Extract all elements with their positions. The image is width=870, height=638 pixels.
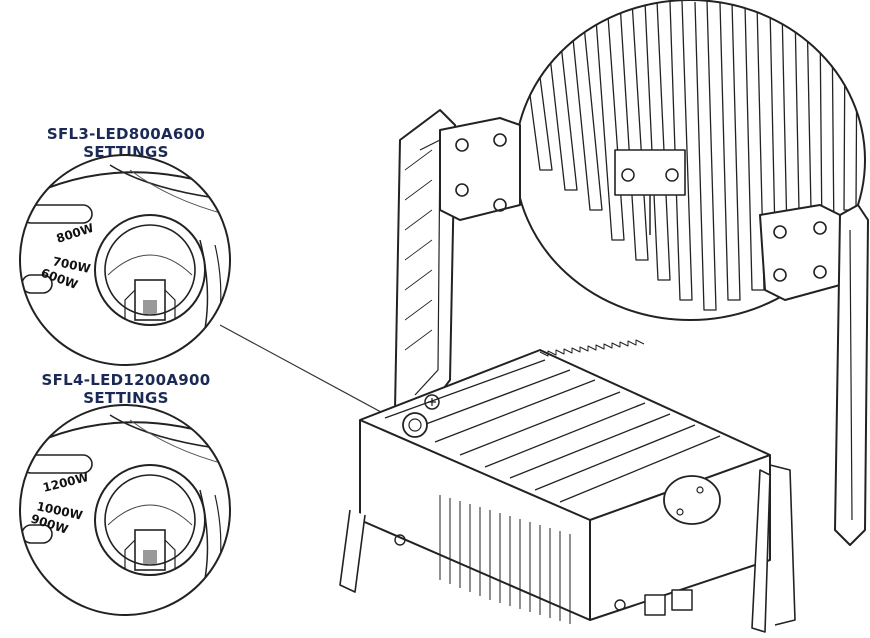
leader-line <box>219 324 406 426</box>
heading-sfl4-settings: SETTINGS <box>83 389 169 407</box>
dial-closeup-sfl3-icon: 800W 700W 600W <box>19 154 231 366</box>
dial-closeup-sfl4-icon: 1200W 1000W 900W <box>19 404 231 616</box>
heading-sfl4-model: SFL4-LED1200A900 <box>41 371 211 389</box>
heading-sfl4: SFL4-LED1200A900 SETTINGS <box>6 371 246 407</box>
floodlight-fixture-icon <box>339 0 869 633</box>
heading-sfl3-model: SFL3-LED800A600 <box>46 125 206 143</box>
